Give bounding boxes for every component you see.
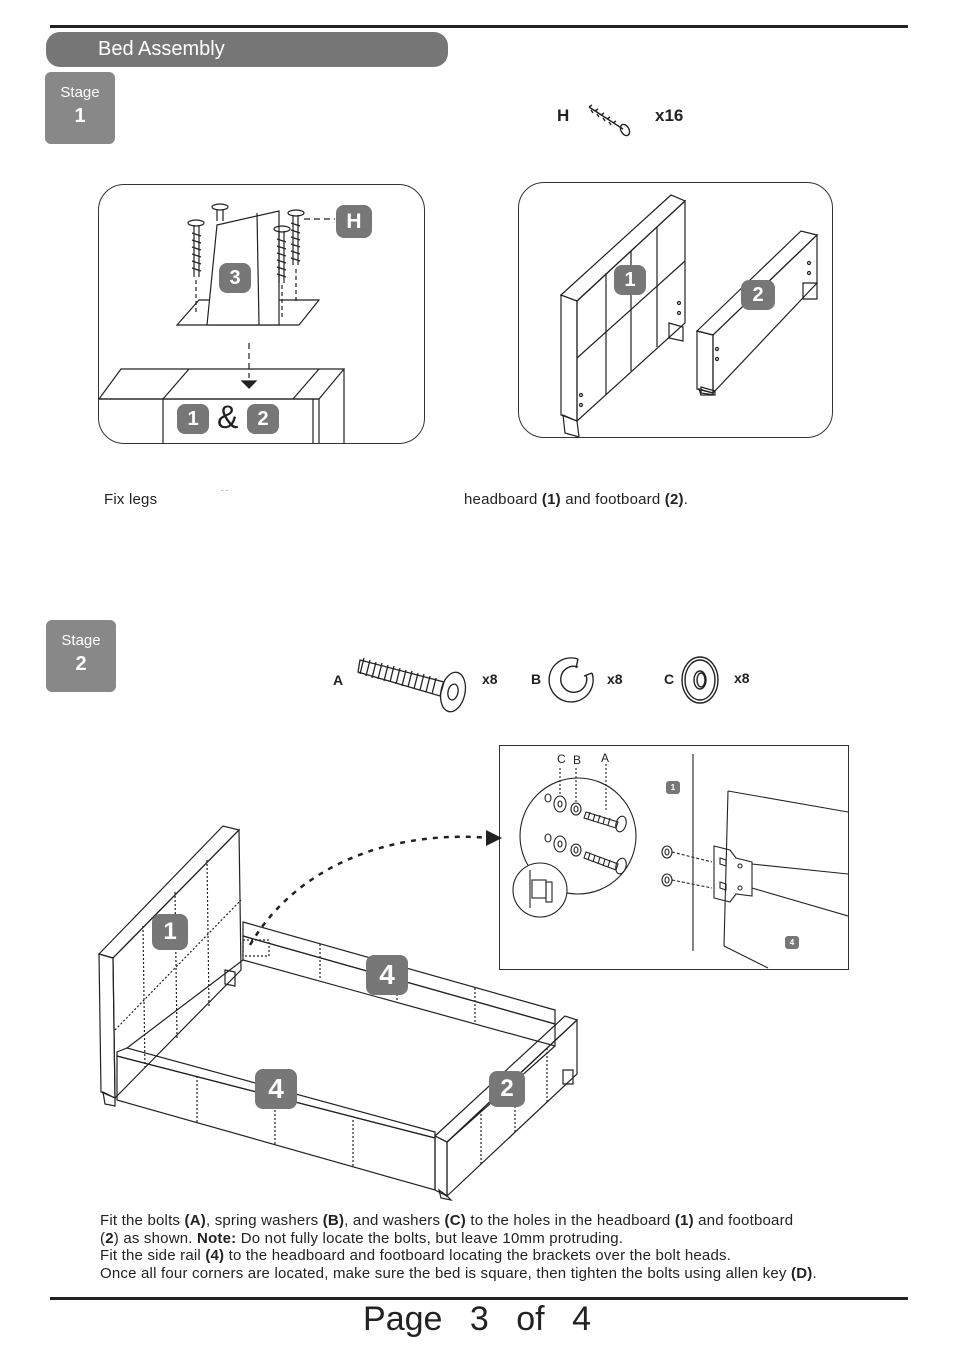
text: Do not fully locate the bolts, but leave…: [236, 1229, 624, 1247]
spring-washer-b-icon: [548, 657, 594, 703]
caption-fix-legs: Fix legs: [104, 491, 158, 508]
bracket-detail-panel: C B A 1 4: [499, 745, 849, 970]
headboard-badge: 1: [152, 914, 188, 950]
ref-1: (1): [541, 491, 561, 508]
ref-1: (1): [674, 1212, 694, 1229]
screw-h-icon: [588, 104, 631, 137]
bed-frame-illustration: [97, 825, 579, 1201]
hardware-a-code: A: [333, 672, 344, 688]
caption-mark: . .: [221, 484, 229, 493]
instruction-line-2: (2) as shown. Note: Do not fully locate …: [100, 1230, 900, 1248]
leg-fixing-panel: 3 H 1 & 2: [98, 184, 425, 444]
text: and footboard: [693, 1212, 794, 1229]
headboard-badge: 1: [666, 781, 680, 794]
stage-2-instructions: Fit the bolts (A), spring washers (B), a…: [100, 1212, 900, 1282]
ref-2: (2): [664, 491, 684, 508]
headboard-badge: 1: [177, 404, 209, 434]
text: headboard: [464, 491, 542, 508]
leg-badge: 3: [219, 263, 251, 293]
screw-badge: H: [336, 205, 372, 238]
stage-1-badge: Stage 1: [45, 72, 115, 144]
ref-b: (B): [322, 1212, 345, 1229]
text: to the headboard and footboard locating …: [224, 1247, 732, 1265]
note-label: Note:: [197, 1229, 237, 1247]
callout-arrow: [248, 830, 502, 946]
page-number: Page 3 of 4: [0, 1300, 954, 1339]
hardware-a-qty: x8: [482, 671, 498, 687]
text: (: [100, 1229, 106, 1247]
total-pages: 4: [572, 1300, 591, 1338]
current-page: 3: [469, 1300, 489, 1338]
top-rule: [50, 25, 908, 28]
text: and footboard: [560, 491, 665, 508]
ref-c: (C): [444, 1212, 466, 1229]
ref-4: (4): [205, 1247, 225, 1265]
hardware-c-code: C: [664, 671, 675, 687]
text: , spring washers: [205, 1212, 323, 1229]
of-word: of: [516, 1300, 545, 1338]
ref-d: (D): [791, 1264, 813, 1282]
bottom-rule: [50, 1297, 908, 1300]
front-rail-badge: 4: [255, 1069, 297, 1109]
back-rail-badge: 4: [366, 955, 408, 995]
hardware-b-code: B: [531, 671, 542, 687]
page-word: Page: [363, 1300, 443, 1338]
text: , and washers: [344, 1212, 445, 1229]
text: Fit the bolts: [100, 1212, 185, 1229]
text: .: [812, 1264, 817, 1282]
ref-a: (A): [184, 1212, 206, 1229]
hardware-h-code: H: [557, 106, 570, 125]
text: Fit the side rail: [100, 1247, 206, 1265]
stage-label: Stage: [61, 632, 101, 649]
rail-badge: 4: [785, 936, 799, 949]
instruction-line-4: Once all four corners are located, make …: [100, 1265, 900, 1283]
label-a: A: [601, 751, 610, 765]
washer-c-icon: [681, 656, 719, 704]
stage-2-badge: Stage 2: [46, 620, 116, 692]
label-b: B: [573, 753, 582, 767]
hardware-h-qty: x16: [655, 106, 684, 125]
label-c: C: [557, 752, 566, 766]
instruction-line-1: Fit the bolts (A), spring washers (B), a…: [100, 1212, 900, 1230]
text: .: [683, 491, 689, 508]
text: Once all four corners are located, make …: [100, 1264, 791, 1282]
hardware-c-qty: x8: [734, 670, 750, 686]
instruction-line-3: Fit the side rail (4) to the headboard a…: [100, 1247, 900, 1265]
footboard-badge: 2: [741, 280, 775, 310]
section-title: Bed Assembly: [46, 32, 448, 67]
bolt-a-icon: [357, 657, 467, 713]
footboard-badge: 2: [489, 1071, 525, 1107]
text: to the holes in the headboard: [465, 1212, 675, 1229]
footboard-badge: 2: [247, 404, 279, 434]
ref-2: 2: [105, 1229, 114, 1247]
ampersand: &: [217, 399, 239, 435]
caption-headboard-footboard: headboard (1) and footboard (2).: [464, 491, 688, 508]
stage-label: Stage: [60, 84, 100, 101]
text: ) as shown.: [113, 1229, 198, 1247]
stage-number: 1: [74, 105, 86, 127]
headboard-badge: 1: [614, 265, 646, 295]
hardware-b-qty: x8: [607, 671, 623, 687]
headboard-footboard-panel: 1 2: [518, 182, 833, 438]
stage-number: 2: [75, 653, 87, 675]
